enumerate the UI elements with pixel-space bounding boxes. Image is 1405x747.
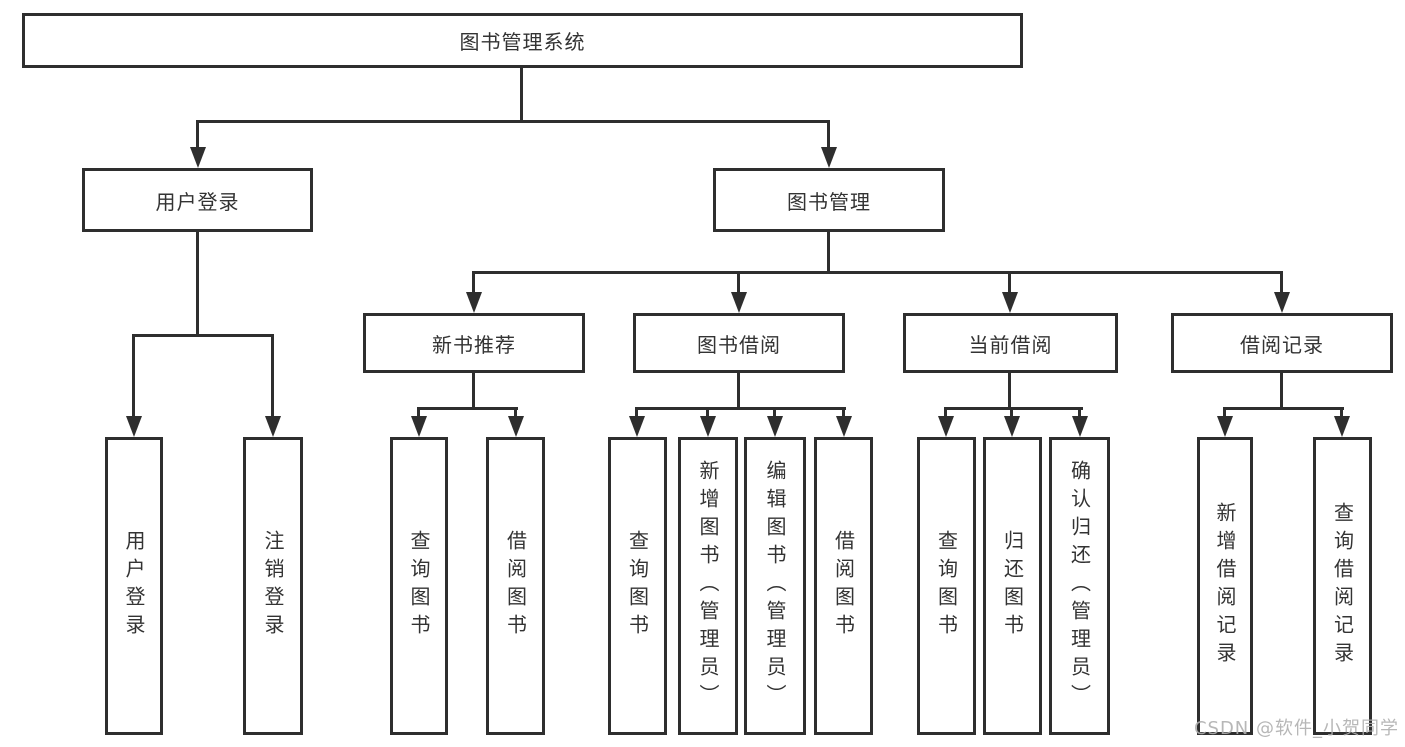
connector-newbook-hline	[417, 407, 518, 410]
connector-borrow-stub-4	[842, 407, 845, 418]
arrowhead-user-login	[190, 147, 206, 168]
node-new-book-recommendation: 新书推荐	[363, 313, 585, 373]
arrowhead-records-query	[1334, 416, 1350, 437]
connector-current-vline	[1008, 373, 1011, 410]
connector-root-vline	[520, 68, 523, 121]
leaf-current-return-books: 归还图书	[983, 437, 1042, 735]
connector-newbook-stub-1	[417, 407, 420, 418]
arrowhead-current-return	[1004, 416, 1020, 437]
connector-level3-hline	[472, 271, 1283, 274]
connector-newbook-vline	[472, 373, 475, 410]
arrowhead-borrow-query	[629, 416, 645, 437]
leaf-records-add-record: 新增借阅记录	[1197, 437, 1253, 735]
connector-borrow-stub-2	[706, 407, 709, 418]
connector-current-stub-3	[1078, 407, 1081, 418]
connector-current-stub-1	[944, 407, 947, 418]
connector-level3-stub-2	[737, 271, 740, 295]
arrowhead-borrow-edit	[767, 416, 783, 437]
leaf-borrow-edit-books-admin: 编辑图书（管理员）	[744, 437, 806, 735]
arrowhead-borrowing-records	[1274, 292, 1290, 313]
arrowhead-current-query	[938, 416, 954, 437]
leaf-records-query-record: 查询借阅记录	[1313, 437, 1372, 735]
connector-login-hline	[132, 334, 274, 337]
connector-borrow-stub-3	[773, 407, 776, 418]
node-library-management-system: 图书管理系统	[22, 13, 1023, 68]
node-current-borrowing: 当前借阅	[903, 313, 1118, 373]
arrowhead-current-confirm	[1072, 416, 1088, 437]
connector-level2-left-stub	[196, 120, 199, 149]
connector-borrow-hline	[635, 407, 846, 410]
leaf-newbook-query-books: 查询图书	[390, 437, 448, 735]
connector-newbook-stub-2	[514, 407, 517, 418]
arrowhead-borrow-borrow	[836, 416, 852, 437]
arrowhead-borrow-add	[700, 416, 716, 437]
connector-level2-right-stub	[827, 120, 830, 149]
leaf-user-login: 用户登录	[105, 437, 163, 735]
node-user-login: 用户登录	[82, 168, 313, 232]
connector-login-stub-2	[271, 334, 274, 418]
leaf-borrow-query-books: 查询图书	[608, 437, 667, 735]
connector-level2-hline	[196, 120, 830, 123]
connector-current-stub-2	[1010, 407, 1013, 418]
leaf-newbook-borrow-books: 借阅图书	[486, 437, 545, 735]
leaf-current-query-books: 查询图书	[917, 437, 976, 735]
arrowhead-records-add	[1217, 416, 1233, 437]
arrowhead-book-borrowing	[731, 292, 747, 313]
connector-records-vline	[1280, 373, 1283, 410]
leaf-current-confirm-return-admin: 确认归还（管理员）	[1049, 437, 1110, 735]
connector-login-vline	[196, 232, 199, 336]
arrowhead-leaf-user-login	[126, 416, 142, 437]
arrowhead-leaf-logout	[265, 416, 281, 437]
node-book-management: 图书管理	[713, 168, 945, 232]
connector-books-vline	[827, 232, 830, 273]
arrowhead-newbook-query	[411, 416, 427, 437]
connector-login-stub-1	[132, 334, 135, 418]
leaf-logout: 注销登录	[243, 437, 303, 735]
leaf-borrow-borrow-books: 借阅图书	[814, 437, 873, 735]
connector-records-stub-1	[1223, 407, 1226, 418]
arrowhead-current-borrowing	[1002, 292, 1018, 313]
node-book-borrowing: 图书借阅	[633, 313, 845, 373]
connector-level3-stub-4	[1280, 271, 1283, 295]
connector-level3-stub-3	[1008, 271, 1011, 295]
node-borrowing-records: 借阅记录	[1171, 313, 1393, 373]
connector-current-hline	[944, 407, 1083, 410]
csdn-watermark: CSDN @软件_小贺同学	[1193, 718, 1399, 739]
connector-level3-stub-1	[472, 271, 475, 295]
leaf-borrow-add-books-admin: 新增图书（管理员）	[678, 437, 738, 735]
arrowhead-newbook-borrow	[508, 416, 524, 437]
arrowhead-book-management	[821, 147, 837, 168]
arrowhead-new-book-recommendation	[466, 292, 482, 313]
connector-records-hline	[1223, 407, 1344, 410]
connector-borrow-vline	[737, 373, 740, 410]
connector-borrow-stub-1	[635, 407, 638, 418]
connector-records-stub-2	[1340, 407, 1343, 418]
